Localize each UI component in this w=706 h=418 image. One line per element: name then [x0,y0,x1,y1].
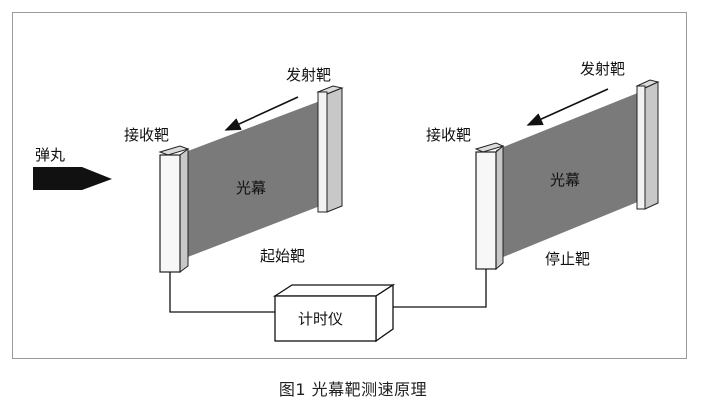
emitter-label-left: 发射靶 [286,66,331,84]
stop-target-label: 停止靶 [545,250,590,268]
emitter-post-right [635,79,660,210]
wire-right [393,269,487,308]
start-target-label: 起始靶 [260,247,305,265]
bullet-icon [33,167,112,190]
receiver-label-left: 接收靶 [124,126,169,144]
timer-label: 计时仪 [298,310,343,328]
emitter-label-right: 发射靶 [580,60,625,78]
curtain-label-right: 光幕 [550,171,580,189]
beam-arrow-right [526,88,609,126]
figure-caption: 图1 光幕靶测速原理 [278,380,428,399]
bullet-label: 弹丸 [35,146,65,164]
wire-left [169,272,275,313]
beam-arrow-left [224,96,299,131]
receiver-label-right: 接收靶 [426,126,471,144]
light-curtain-right [496,92,640,260]
receiver-post-right [474,142,505,271]
timer-box [272,283,396,343]
curtain-label-left: 光幕 [236,179,266,197]
receiver-post-left [158,145,190,273]
light-curtain-left [180,101,320,260]
emitter-post-left [316,85,344,213]
